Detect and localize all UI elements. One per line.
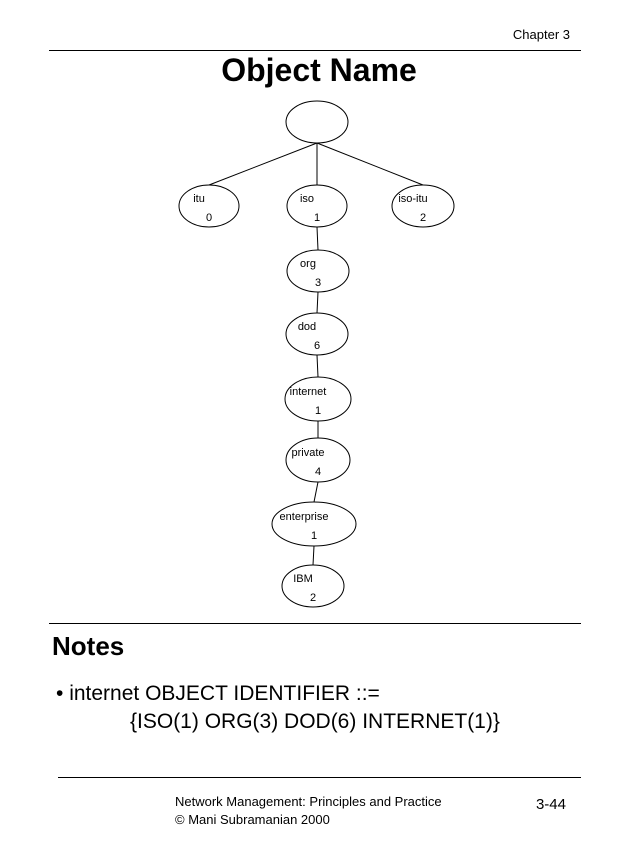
footer-copyright: © Mani Subramanian 2000 (175, 812, 330, 827)
node-ellipse (285, 312, 349, 356)
node-name-label: iso (300, 193, 314, 205)
node-ellipse (178, 184, 240, 228)
oid-tree-diagram: itu0iso1iso-itu2org3dod6internet1private… (178, 100, 455, 608)
node-name-label: iso-itu (398, 193, 427, 205)
node-ellipse (285, 100, 349, 144)
tree-edge-private-enterprise (313, 481, 319, 503)
footer-credits: Network Management: Principles and Pract… (175, 793, 442, 829)
notes-rule (49, 623, 581, 624)
tree-edge-root-itu (208, 142, 318, 186)
tree-edge-dod-internet (316, 354, 319, 378)
node-name-label: IBM (293, 573, 313, 585)
node-name-label: enterprise (280, 511, 329, 523)
tree-node-ibm: IBM 2 (281, 564, 345, 608)
tree-node-internet: internet 1 (284, 376, 352, 422)
node-ellipse (391, 184, 455, 228)
tree-edge-enterprise-ibm (312, 545, 315, 566)
bullet-glyph: • (56, 682, 64, 705)
node-name-label: dod (298, 321, 316, 333)
tree-edge-org-dod (316, 291, 319, 314)
node-number-label: 2 (310, 592, 316, 604)
tree-node-dod: dod 6 (285, 312, 349, 356)
tree-edge-root-iso-itu (316, 142, 424, 186)
node-number-label: 3 (315, 277, 321, 289)
tree-node-org: org 3 (286, 249, 350, 293)
tree-nodes: itu0iso1iso-itu2org3dod6internet1private… (178, 100, 455, 608)
node-number-label: 1 (311, 530, 317, 542)
node-number-label: 1 (315, 405, 321, 417)
node-ellipse (285, 437, 351, 483)
tree-node-root (285, 100, 349, 144)
note-text-line1: internet OBJECT IDENTIFIER ::= (69, 682, 380, 705)
node-name-label: internet (290, 386, 327, 398)
footer-rule (58, 777, 581, 778)
node-ellipse (271, 501, 357, 547)
node-ellipse (286, 184, 348, 228)
note-text-line2: {ISO(1) ORG(3) DOD(6) INTERNET(1)} (130, 710, 500, 733)
node-name-label: itu (193, 193, 205, 205)
node-number-label: 1 (314, 212, 320, 224)
footer-book-title: Network Management: Principles and Pract… (175, 794, 442, 809)
slide-title: Object Name (221, 52, 417, 88)
node-number-label: 6 (314, 340, 320, 352)
node-ellipse (284, 376, 352, 422)
tree-node-enterprise: enterprise 1 (271, 501, 357, 547)
header-rule (49, 50, 581, 51)
tree-edges (208, 142, 424, 566)
tree-edge-iso-org (316, 226, 319, 251)
node-name-label: private (291, 447, 324, 459)
note-bullet-item: • internet OBJECT IDENTIFIER ::= (56, 682, 380, 706)
node-number-label: 4 (315, 466, 321, 478)
tree-node-iso-itu: iso-itu 2 (391, 184, 455, 228)
page-number: 3-44 (535, 796, 566, 813)
tree-node-private: private 4 (285, 437, 351, 483)
node-number-label: 0 (206, 212, 212, 224)
node-name-label: org (300, 258, 316, 270)
node-ellipse (286, 249, 350, 293)
notes-heading: Notes (52, 631, 125, 661)
chapter-label: Chapter 3 (512, 27, 570, 42)
node-number-label: 2 (420, 212, 426, 224)
node-ellipse (281, 564, 345, 608)
